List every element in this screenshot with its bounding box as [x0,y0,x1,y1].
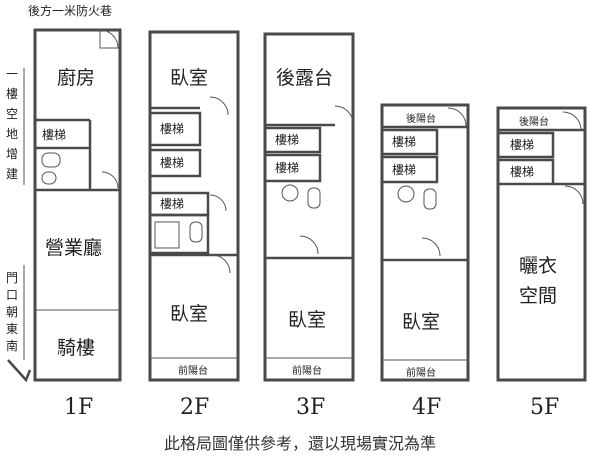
floor-1f: 廚房 樓梯 營業廳 騎樓 1F [33,28,122,420]
fire-lane-note: 後方一米防火巷 [28,3,112,18]
f5-door-icon [562,111,582,131]
f3-door-icon [334,105,354,125]
f1-kitchen-label: 廚房 [57,66,95,89]
f4-door-icon [421,237,441,257]
side-note-char: 建 [6,167,18,181]
door-facing-arrow [7,359,32,383]
f3-bedroom-label: 臥室 [288,309,326,331]
floor-3f: 後露台 樓梯 樓梯 臥室 前陽台 3F [263,32,355,420]
f2-stairs-b-box [148,148,202,178]
f4-stairs-b-box [380,155,439,184]
door-facing-note: 門 口 朝 東 南 [6,271,18,353]
door-facing-char: 口 [6,288,18,302]
floor-5f: 後陽台 樓梯 樓梯 曬衣 空間 5F [496,106,587,420]
f1-toilet-icon [41,171,57,185]
f5-stairs-b-label: 樓梯 [510,164,534,179]
f2-door-icon [211,254,231,274]
f3-stairs-b-label: 樓梯 [275,160,299,175]
f5-stairs-a-label: 樓梯 [510,137,534,152]
f5-door-icon [564,185,584,205]
f4-sink-icon [397,185,415,203]
f4-stairs-a-label: 樓梯 [392,134,416,149]
floor-4f: 後陽台 樓梯 樓梯 臥室 前陽台 4F [380,103,470,420]
f2-balcony-label: 前陽台 [178,364,208,377]
f5-drying-label-2: 空間 [519,285,557,307]
f1-shop-label: 營業廳 [45,237,102,259]
f4-door-icon [447,107,467,127]
f4-balcony-label: 前陽台 [406,366,436,379]
f2-stairs-a-box [148,111,202,147]
f2-bedroom-front-label: 臥室 [170,303,208,325]
f1-floor-label: 1F [64,395,93,420]
f3-stairs-b-box [263,153,322,183]
f1-outline [33,28,122,382]
f1-back-door-icon [99,29,119,49]
f4-outline [380,103,470,382]
f1-door-icon [101,171,119,189]
f3-door-icon [299,235,319,255]
f3-sink-icon [281,184,299,202]
side-note-char: 樓 [6,86,18,101]
f3-balcony-label: 前陽台 [292,364,322,377]
f4-back-balcony-label: 後陽台 [406,112,436,125]
f1-stairs-label: 樓梯 [42,127,66,142]
f1-sink-icon [41,152,61,168]
f5-floor-label: 5F [530,395,559,420]
door-facing-char: 朝 [6,305,18,319]
f3-back-terrace-label: 後露台 [276,67,333,89]
door-facing-char: 門 [6,271,18,285]
side-note-vertical: 一 樓 空 地 增 建 [6,67,18,181]
f5-outline [496,106,587,382]
f2-toilet-icon [189,221,203,243]
f2-bedroom-back-label: 臥室 [170,67,208,89]
side-note-char: 空 [6,107,18,121]
f2-bathtub-icon [154,221,180,249]
f3-toilet-icon [307,187,321,209]
side-note-char: 增 [6,147,18,161]
f5-stairs-b-box [496,158,555,186]
door-facing-char: 東 [6,322,18,336]
side-note-char: 地 [6,127,18,141]
f5-drying-label-1: 曬衣 [519,255,557,277]
f4-bedroom-label: 臥室 [402,311,440,333]
f3-stairs-a-box [263,126,322,154]
disclaimer-text: 此格局圖僅供參考，還以現場實況為準 [163,434,436,453]
f4-floor-label: 4F [412,395,441,420]
floor-plan: 後方一米防火巷 一 樓 空 地 增 建 門 口 朝 東 南 廚房 樓梯 營業廳 … [6,3,587,420]
f2-stairs-b-label: 樓梯 [160,155,184,170]
f2-door-icon [209,194,227,212]
side-note-char: 一 [6,67,18,81]
door-facing-char: 南 [6,338,18,353]
f2-stairs-a-label: 樓梯 [160,121,184,136]
f2-floor-label: 2F [180,395,209,420]
f4-stairs-a-box [380,128,439,156]
f3-stairs-a-label: 樓梯 [275,132,299,147]
f5-stairs-a-box [496,131,555,159]
f2-bath-box [148,213,210,255]
f4-stairs-b-label: 樓梯 [392,162,416,177]
f1-arcade-label: 騎樓 [57,337,95,359]
f4-toilet-icon [423,188,437,210]
f3-floor-label: 3F [296,395,325,420]
f5-back-balcony-label: 後陽台 [519,115,549,128]
floor-2f: 臥室 樓梯 樓梯 樓梯 臥室 前陽台 2F [148,30,240,420]
f2-stairs-c-label: 樓梯 [160,196,184,211]
f2-door-icon [209,96,229,116]
f3-outline [263,32,355,382]
